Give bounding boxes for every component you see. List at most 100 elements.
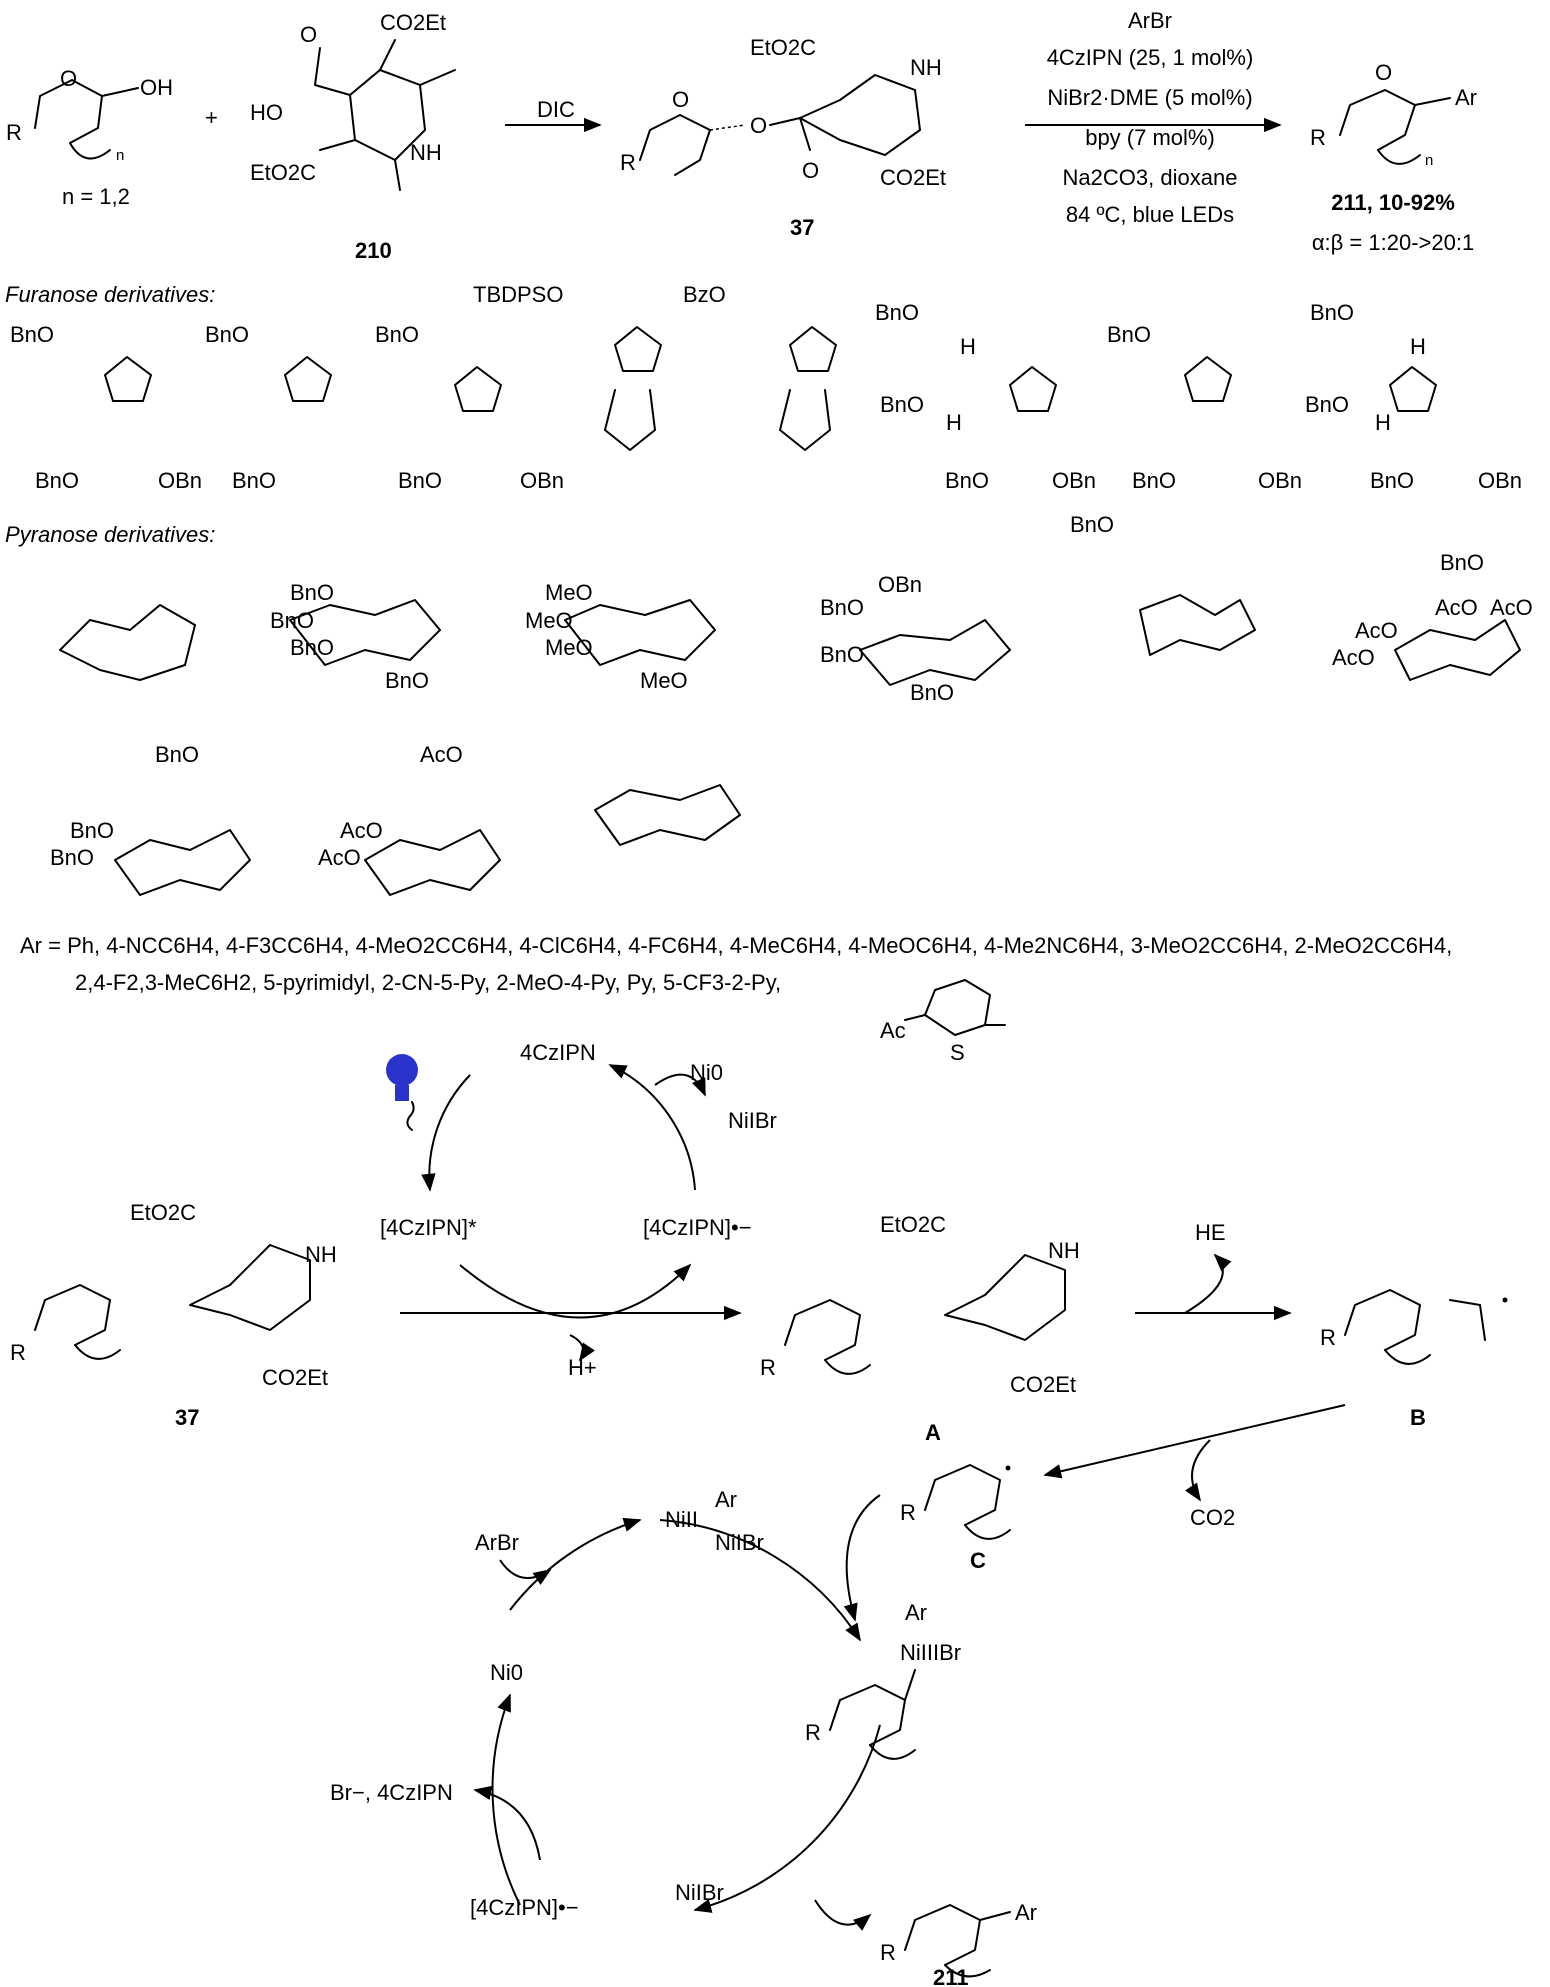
nickel-two-complex: NiII — [665, 1507, 698, 1532]
pyranose-label: BnO — [385, 668, 429, 693]
product-211: O Ar R n 211, 10-92% α:β = 1:20->20:1 — [1310, 60, 1477, 255]
nickel-three-aryl: Ar — [905, 1600, 927, 1625]
r-substituent: R — [1320, 1325, 1336, 1350]
condition-temperature: 84 ºC, blue LEDs — [1066, 202, 1234, 227]
furanose-label: BnO — [1370, 468, 1414, 493]
nickel-two-bromide: NiIBr — [715, 1530, 764, 1555]
furanose-label: OBn — [158, 468, 202, 493]
nickel-two-aryl: Ar — [715, 1487, 737, 1512]
proton-label: H+ — [568, 1355, 597, 1380]
pyranose-label: AcO — [340, 818, 383, 843]
ester-37: O O O R EtO2C NH CO2Et 37 — [620, 35, 946, 240]
thiophene-sulfur: S — [950, 1040, 965, 1065]
thiophene-acetyl: Ac — [880, 1018, 906, 1043]
aryl-bromide: ArBr — [475, 1530, 519, 1555]
furanose-label: OBn — [1052, 468, 1096, 493]
intermediate-a-label: A — [925, 1420, 941, 1445]
pyranose-heading: Pyranose derivatives: — [5, 522, 215, 547]
furanose-label: OBn — [520, 468, 564, 493]
pyranose-label: AcO — [1490, 595, 1533, 620]
ring-oxygen: O — [1375, 60, 1392, 85]
pyranose-label: BnO — [910, 680, 954, 705]
hantzsch-37-left: R EtO2C NH CO2Et 37 — [10, 1200, 337, 1430]
nickel-one-bromide: NiIBr — [675, 1880, 724, 1905]
nickel-zero: Ni0 — [490, 1660, 523, 1685]
amine-nh: NH — [305, 1242, 337, 1267]
furanose-label: BnO — [35, 468, 79, 493]
pyranose-structures — [59, 594, 1521, 896]
pyranose-label: AcO — [420, 742, 463, 767]
pyranose-label: BnO — [270, 608, 314, 633]
pyranose-label: MeO — [545, 635, 593, 660]
ar-scope-line-2: 2,4-F2,3-MeC6H2, 5-pyrimidyl, 2-CN-5-Py,… — [75, 970, 781, 995]
n-index: n — [1425, 152, 1433, 169]
furanose-label: BnO — [10, 322, 54, 347]
pyranose-label: MeO — [545, 580, 593, 605]
compound-37-label: 37 — [175, 1405, 199, 1430]
furanose-label: BnO — [945, 468, 989, 493]
ester-bottom: CO2Et — [880, 165, 946, 190]
pyranose-label: AcO — [1355, 618, 1398, 643]
pyranose-label: BnO — [820, 595, 864, 620]
selectivity-label: α:β = 1:20->20:1 — [1312, 230, 1474, 255]
furanose-label: H — [1410, 334, 1426, 359]
ester-bottom: EtO2C — [250, 160, 316, 185]
yield-label: 211, 10-92% — [1331, 190, 1455, 215]
amine-nh: NH — [410, 140, 442, 165]
top-scheme: O OH R n n = 1,2 + O HO CO2Et NH EtO2C 2… — [6, 8, 1477, 263]
compound-210-label: 210 — [355, 238, 392, 263]
pyranose-label: AcO — [1332, 645, 1375, 670]
lactol-reactant: O OH R n n = 1,2 — [6, 66, 173, 209]
product-211-label: 211 — [933, 1965, 969, 1987]
pyranose-label: MeO — [640, 668, 688, 693]
photocatalyst-excited: [4CzIPN]* — [380, 1215, 477, 1240]
furanose-label: BnO — [875, 300, 919, 325]
ester-bottom: CO2Et — [262, 1365, 328, 1390]
ester-top: CO2Et — [380, 10, 446, 35]
glycosyl-radical-c: R C — [900, 1464, 1011, 1573]
furanose-label: BnO — [1107, 322, 1151, 347]
condition-base: Na2CO3, dioxane — [1063, 165, 1238, 190]
dic-reagent: DIC — [537, 97, 575, 122]
furanose-label: BnO — [205, 322, 249, 347]
he-label: HE — [1195, 1220, 1226, 1245]
furanose-label: BnO — [1305, 392, 1349, 417]
plus-sign: + — [205, 105, 218, 130]
amine-nh: NH — [910, 55, 942, 80]
r-substituent: R — [6, 120, 22, 145]
ester-top: EtO2C — [880, 1212, 946, 1237]
furanose-section: Furanose derivatives: BnO BnO OBn BnO Bn… — [5, 282, 1522, 493]
r-substituent: R — [900, 1500, 916, 1525]
ester-bottom: CO2Et — [1010, 1372, 1076, 1397]
acid-oh: HO — [250, 100, 283, 125]
r-substituent: R — [805, 1720, 821, 1745]
pyranose-label: BnO — [70, 818, 114, 843]
compound-37-label: 37 — [790, 215, 814, 240]
n-index: n — [116, 147, 124, 164]
ester-top: EtO2C — [130, 1200, 196, 1225]
furanose-structures — [104, 326, 1437, 451]
pyranose-label: BnO — [1440, 550, 1484, 575]
condition-nickel: NiBr2·DME (5 mol%) — [1047, 85, 1252, 110]
pyranose-label: BnO — [155, 742, 199, 767]
co2-label: CO2 — [1190, 1505, 1235, 1530]
hantzsch-acid-210: O HO CO2Et NH EtO2C 210 — [250, 10, 456, 263]
pyranose-label: BnO — [290, 635, 334, 660]
pyranose-label: AcO — [318, 845, 361, 870]
nickel-three-bromide: NiIIIBr — [900, 1640, 961, 1665]
radical-a: R EtO2C NH CO2Et A — [760, 1212, 1080, 1445]
furanose-label: BnO — [398, 468, 442, 493]
furanose-label: OBn — [1478, 468, 1522, 493]
ring-oxygen: O — [60, 66, 77, 91]
r-substituent: R — [10, 1340, 26, 1365]
r-substituent: R — [880, 1940, 896, 1965]
condition-ligand: bpy (7 mol%) — [1085, 125, 1215, 150]
hydroxyl-label: OH — [140, 75, 173, 100]
r-substituent: R — [620, 150, 636, 175]
furanose-label: H — [960, 334, 976, 359]
pyranose-label: MeO — [525, 608, 573, 633]
nickel-cycle: NiII Ar NiIBr ArBr Ar NiIIIBr R Ni0 Br−,… — [330, 1487, 1037, 1987]
intermediate-b-label: B — [1410, 1405, 1426, 1430]
furanose-label: H — [946, 410, 962, 435]
